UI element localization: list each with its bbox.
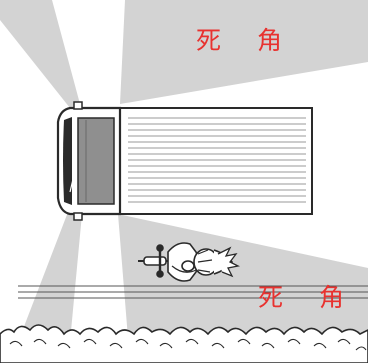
truck-top-view — [56, 101, 313, 221]
mirror-left — [73, 101, 83, 110]
mirror-right — [73, 212, 83, 221]
blind-zone-bottom-left — [10, 212, 82, 363]
cargo-box-stripes — [128, 117, 306, 203]
blind-spot-label-bottom: 死 角 — [258, 283, 358, 312]
hedge-texture — [9, 338, 367, 351]
blind-zone-top-right — [120, 0, 368, 104]
roadside-hedge — [0, 324, 368, 363]
cyclist-top-view — [138, 242, 240, 282]
windshield — [63, 117, 72, 205]
blind-zone-top-left — [0, 0, 80, 108]
cab-roof — [77, 117, 115, 205]
blind-spot-label-top: 死 角 — [196, 26, 296, 55]
hedge-silhouette — [0, 324, 368, 363]
road-lines — [18, 285, 368, 299]
